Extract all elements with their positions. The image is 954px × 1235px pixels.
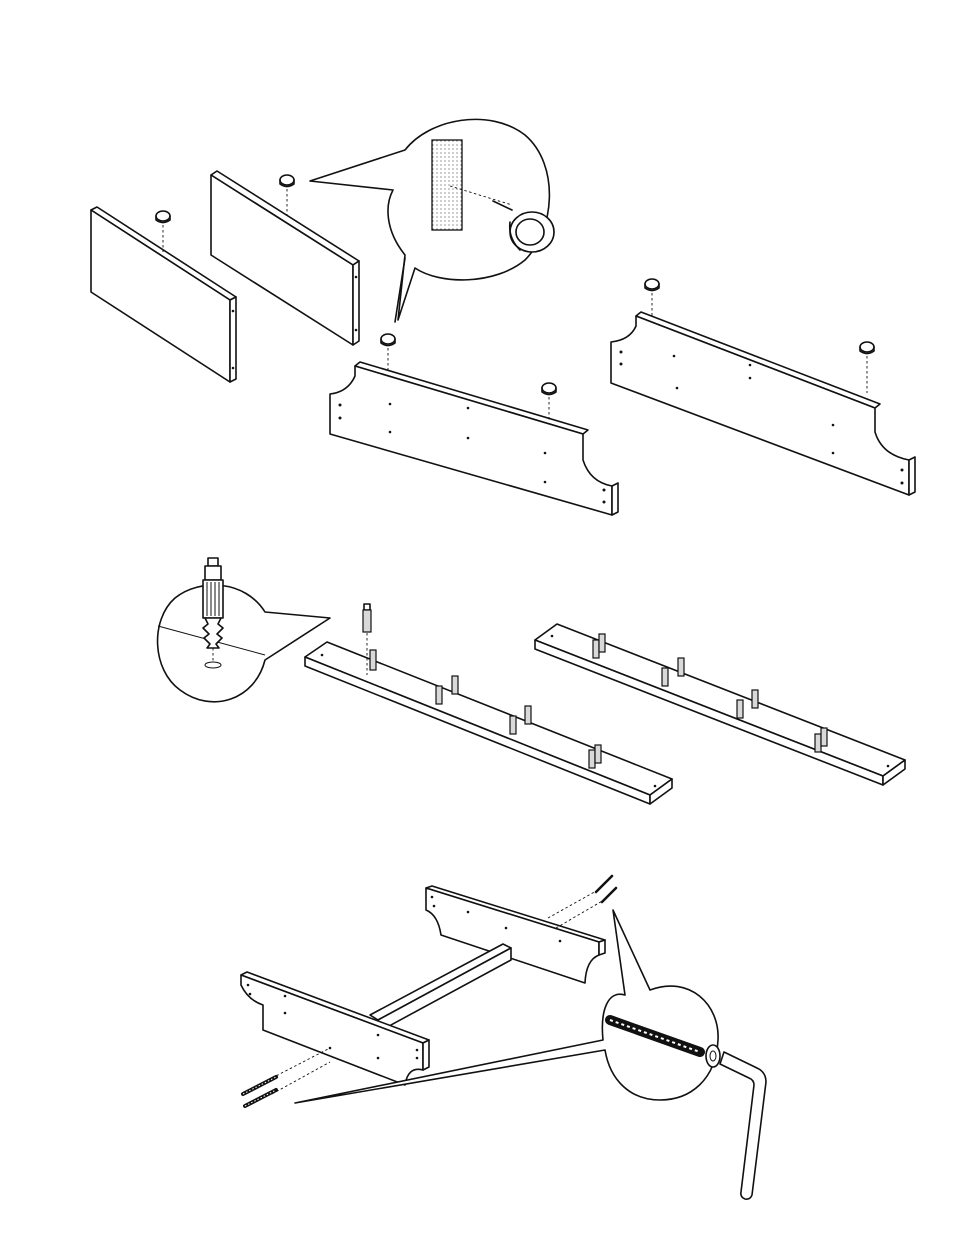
- glide-icon-1: [156, 211, 170, 223]
- back-rail: [426, 886, 605, 983]
- cam-bolt-icon-1: [363, 604, 371, 632]
- long-screw-icon-back: [548, 876, 616, 928]
- glide-icon-4: [542, 383, 556, 395]
- glide-icon-3: [381, 334, 395, 346]
- rail-right: [611, 279, 915, 495]
- cam-bolt-icon-2: [370, 650, 376, 670]
- step-3-group: [241, 876, 766, 1199]
- slat-left: [305, 604, 672, 804]
- glide-detail-icon: [510, 212, 554, 252]
- wood-edge-detail: [432, 140, 462, 230]
- glide-icon-5: [645, 279, 659, 291]
- rail-center: [330, 334, 618, 515]
- front-rail: [241, 972, 429, 1085]
- long-screw-icon-front: [243, 1048, 330, 1106]
- glide-icon-6: [860, 342, 874, 354]
- cam-bolt-detail-callout: [158, 558, 330, 702]
- allen-key-icon: [720, 1052, 766, 1199]
- step-1-group: [91, 119, 915, 515]
- step-2-group: [158, 558, 905, 804]
- crossbar: [370, 944, 511, 1032]
- glide-icon-2: [280, 175, 294, 187]
